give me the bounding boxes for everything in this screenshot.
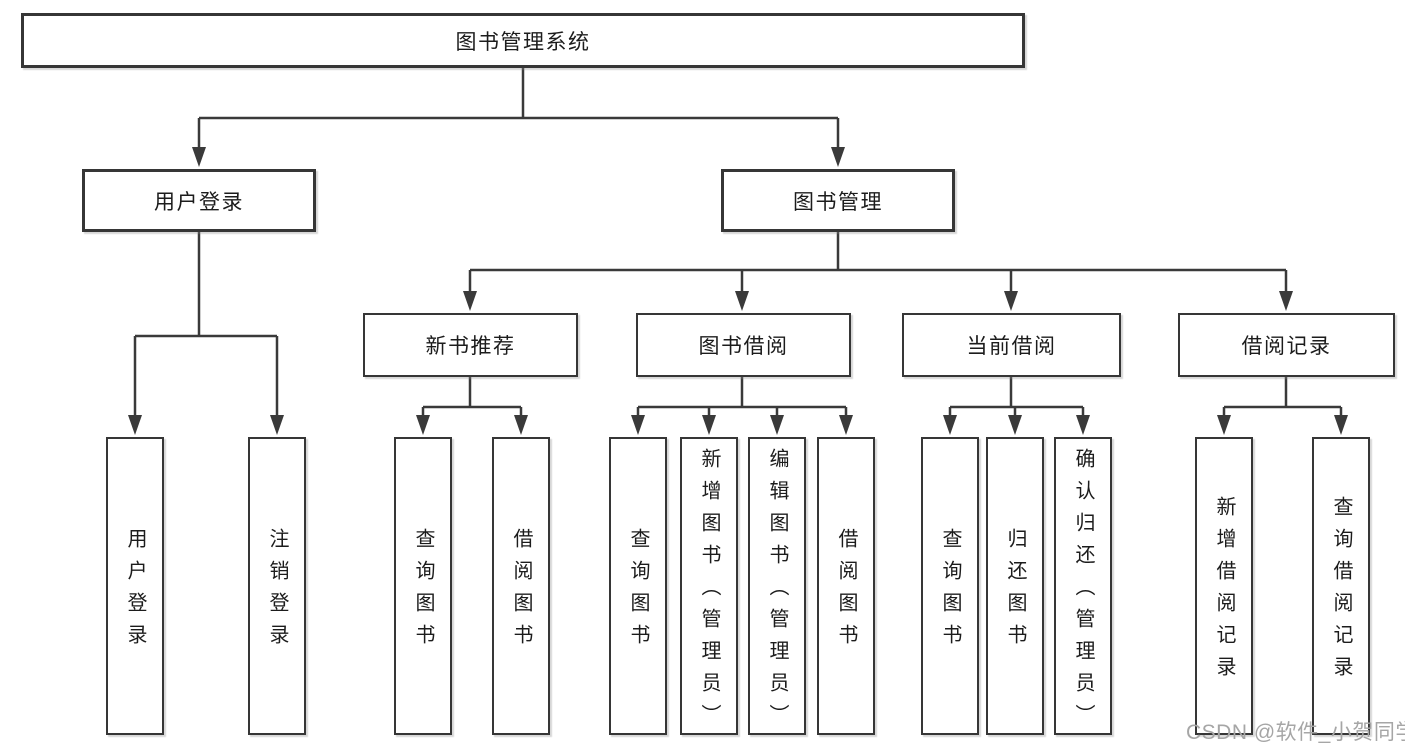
- node-user-login: 用户登录: [82, 169, 316, 232]
- arrowhead-icon: [1217, 415, 1231, 435]
- arrowhead-icon: [1004, 291, 1018, 311]
- node-book-management: 图书管理: [721, 169, 955, 232]
- node-label: 图书管理: [793, 190, 883, 214]
- watermark-text: CSDN @软件_小贺同学: [1186, 721, 1405, 744]
- node-label: 查询图书: [627, 528, 649, 656]
- node-label: 归还图书: [1004, 528, 1026, 656]
- node-label: 用户登录: [124, 528, 146, 656]
- leaf-add-borrow-record: 新增借阅记录: [1195, 437, 1253, 735]
- node-label: 用户登录: [154, 190, 244, 214]
- node-label: 编辑图书（管理员）: [766, 448, 788, 736]
- node-label: 确认归还（管理员）: [1072, 448, 1094, 736]
- arrowhead-icon: [1334, 415, 1348, 435]
- arrowhead-icon: [735, 291, 749, 311]
- arrowhead-icon: [463, 291, 477, 311]
- arrowhead-icon: [128, 415, 142, 435]
- leaf-query-books-recommend: 查询图书: [394, 437, 452, 735]
- leaf-query-borrow-record: 查询借阅记录: [1312, 437, 1370, 735]
- node-label: 查询图书: [412, 528, 434, 656]
- node-label: 借阅图书: [510, 528, 532, 656]
- leaf-query-books-borrowing: 查询图书: [609, 437, 667, 735]
- arrowhead-icon: [839, 415, 853, 435]
- node-label: 注销登录: [266, 528, 288, 656]
- leaf-return-books: 归还图书: [986, 437, 1044, 735]
- arrowhead-icon: [192, 147, 206, 167]
- arrowhead-icon: [770, 415, 784, 435]
- leaf-edit-books-admin: 编辑图书（管理员）: [748, 437, 806, 736]
- leaf-borrow-books-borrowing: 借阅图书: [817, 437, 875, 735]
- node-label: 新增借阅记录: [1213, 496, 1235, 688]
- leaf-borrow-books-recommend: 借阅图书: [492, 437, 550, 735]
- node-label: 查询图书: [939, 528, 961, 656]
- node-label: 图书借阅: [698, 335, 789, 358]
- arrowhead-icon: [1279, 291, 1293, 311]
- node-borrowing-records: 借阅记录: [1178, 313, 1395, 377]
- node-label: 借阅记录: [1241, 335, 1332, 358]
- node-current-borrowing: 当前借阅: [902, 313, 1121, 377]
- arrowhead-icon: [514, 415, 528, 435]
- node-library-management-system: 图书管理系统: [21, 13, 1025, 68]
- arrowhead-icon: [270, 415, 284, 435]
- node-label: 新书推荐: [425, 335, 516, 358]
- leaf-query-books-current: 查询图书: [921, 437, 979, 735]
- leaf-user-login: 用户登录: [106, 437, 164, 735]
- arrowhead-icon: [1008, 415, 1022, 435]
- arrowhead-icon: [631, 415, 645, 435]
- node-new-book-recommendation: 新书推荐: [363, 313, 578, 377]
- arrowhead-icon: [1076, 415, 1090, 435]
- node-label: 新增图书（管理员）: [698, 448, 720, 736]
- arrowhead-icon: [416, 415, 430, 435]
- arrowhead-icon: [702, 415, 716, 435]
- node-book-borrowing: 图书借阅: [636, 313, 851, 377]
- node-label: 当前借阅: [966, 335, 1057, 358]
- arrowhead-icon: [831, 147, 845, 167]
- node-label: 查询借阅记录: [1330, 496, 1352, 688]
- node-label: 图书管理系统: [455, 30, 591, 54]
- leaf-confirm-return-admin: 确认归还（管理员）: [1054, 437, 1112, 736]
- arrowhead-icon: [943, 415, 957, 435]
- leaf-add-books-admin: 新增图书（管理员）: [680, 437, 738, 736]
- leaf-logout: 注销登录: [248, 437, 306, 735]
- node-label: 借阅图书: [835, 528, 857, 656]
